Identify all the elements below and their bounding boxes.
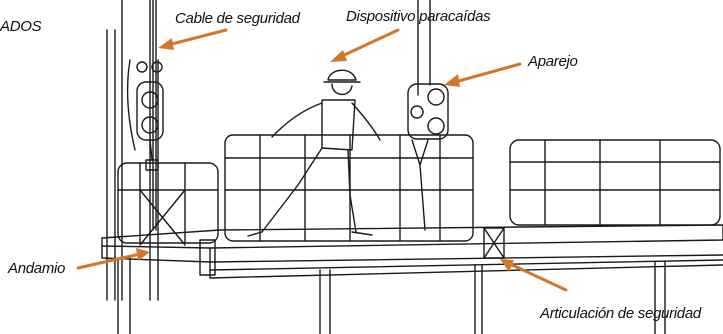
arrow-hoist [444,62,522,87]
label-scaffold: Andamio [8,260,66,277]
platform-deck [101,224,723,279]
arrow-fall-arrest-device [330,28,400,62]
scaffold-brace [139,189,216,276]
left-hoist [126,59,164,171]
arrow-safety-joint [500,259,568,292]
left-guard [117,162,219,244]
label-safety-cable: Cable de seguridad [175,10,300,27]
right-hoist [407,0,449,231]
right-guard [509,139,721,226]
back-railing [224,134,474,242]
partial-title-text: ADOS [0,18,42,35]
label-hoist: Aparejo [528,53,578,70]
label-safety-joint: Articulación de seguridad [540,305,701,322]
safety-joint-bracket [483,227,505,259]
support-legs [117,257,666,334]
arrow-scaffold [76,248,150,270]
worker [247,69,381,237]
safety-cable [152,0,157,231]
label-fall-arrest-device: Dispositivo paracaídas [346,8,491,25]
arrow-safety-cable [158,28,228,50]
